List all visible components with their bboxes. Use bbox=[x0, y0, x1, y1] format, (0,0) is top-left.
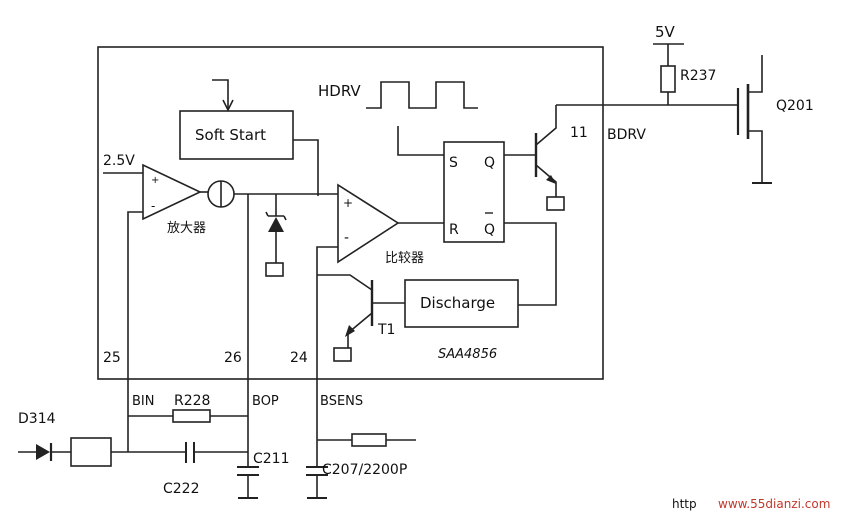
c207-capacitor bbox=[306, 466, 328, 499]
svg-text:+: + bbox=[343, 196, 353, 210]
r228-resistor bbox=[172, 409, 211, 423]
q201-label: Q201 bbox=[776, 98, 814, 114]
soft-start-block: Soft Start bbox=[179, 79, 294, 160]
sr-flipflop: S R Q Q bbox=[443, 141, 505, 243]
r237-resistor bbox=[660, 65, 676, 93]
c207-label: C207/2200P bbox=[322, 462, 407, 478]
amplifier-label: 放大器 bbox=[167, 221, 206, 236]
amp-feedback-wire bbox=[127, 211, 143, 400]
svg-text:Q: Q bbox=[484, 155, 495, 171]
comparator-triangle: + - bbox=[337, 183, 400, 264]
watermark-prefix: http bbox=[672, 497, 697, 511]
svg-text:Q: Q bbox=[484, 222, 495, 238]
comparator-label: 比较器 bbox=[385, 251, 424, 266]
c222-label: C222 bbox=[163, 481, 200, 497]
r237-label: R237 bbox=[680, 68, 716, 84]
pin-11: 11 bbox=[570, 125, 588, 141]
label-5v: 5V bbox=[655, 23, 676, 41]
c211-capacitor bbox=[237, 466, 259, 499]
hdrv-waveform bbox=[366, 81, 478, 109]
output-transistor bbox=[504, 105, 565, 211]
bsens-resistor bbox=[351, 433, 387, 447]
chip-name: SAA4856 bbox=[438, 347, 497, 362]
pin-25: 25 bbox=[103, 350, 121, 366]
c222-capacitor bbox=[185, 442, 248, 463]
r228-label: R228 bbox=[174, 393, 210, 409]
amplifier-triangle: + - bbox=[142, 163, 202, 221]
pin-26: 26 bbox=[224, 350, 242, 366]
c211-label: C211 bbox=[253, 451, 290, 467]
t1-transistor bbox=[317, 274, 374, 362]
watermark-site: www.55dianzi.com bbox=[718, 497, 830, 511]
svg-text:+: + bbox=[151, 175, 159, 186]
pin-24: 24 bbox=[290, 350, 308, 366]
pin-bin: BIN bbox=[132, 394, 154, 409]
svg-text:-: - bbox=[344, 230, 349, 246]
svg-text:Soft Start: Soft Start bbox=[195, 126, 266, 144]
zener-diode bbox=[265, 194, 287, 277]
svg-text:Discharge: Discharge bbox=[420, 294, 495, 312]
soft-start-output bbox=[293, 139, 319, 196]
svg-text:S: S bbox=[449, 155, 458, 171]
hdrv-to-s-wire bbox=[397, 126, 444, 156]
summing-node bbox=[207, 180, 235, 208]
qbar-wire bbox=[504, 222, 557, 306]
pin-bop: BOP bbox=[252, 394, 279, 409]
svg-text:-: - bbox=[151, 199, 155, 213]
bdrv-label: BDRV bbox=[607, 127, 646, 143]
comp-minus-wire bbox=[316, 246, 338, 400]
hdrv-label: HDRV bbox=[318, 82, 361, 100]
t1-label: T1 bbox=[377, 322, 395, 338]
svg-text:R: R bbox=[449, 222, 459, 238]
ic-boundary bbox=[97, 46, 604, 380]
q201-mosfet bbox=[736, 55, 772, 184]
discharge-block: Discharge bbox=[404, 279, 519, 328]
d314-label: D314 bbox=[18, 411, 56, 427]
d314-series-resistor bbox=[70, 437, 112, 467]
d314-diode bbox=[18, 443, 71, 461]
pin-bsens: BSENS bbox=[320, 394, 363, 409]
label-2-5v: 2.5V bbox=[103, 153, 135, 169]
